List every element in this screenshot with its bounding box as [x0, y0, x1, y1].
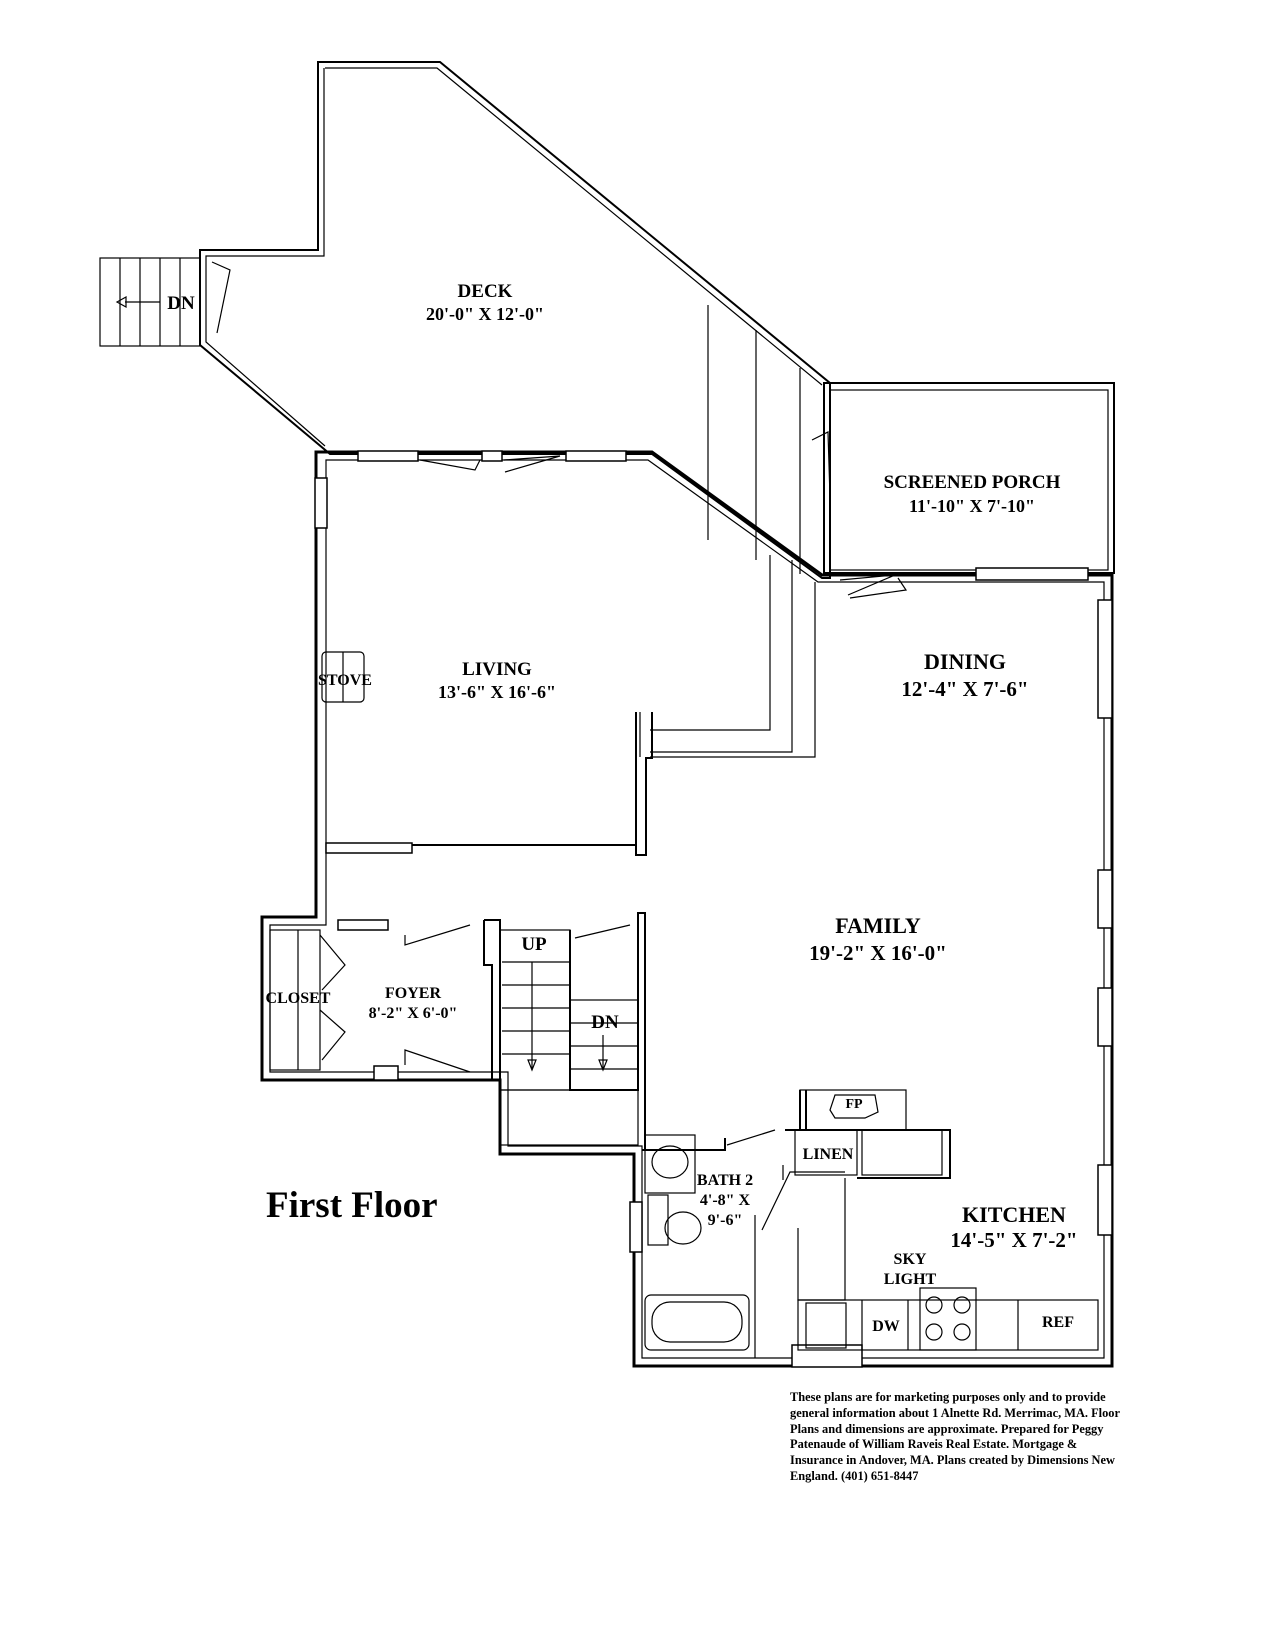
living-dims-label: 13'-6" X 16'-6" [438, 682, 556, 702]
fireplace-label: FP [845, 1097, 863, 1112]
bath2-dims-line2-label: 9'-6" [708, 1212, 743, 1229]
screened-porch-outline [811, 382, 1115, 574]
exterior-walls [260, 450, 1114, 1368]
dining-dims-label: 12'-4" X 7'-6" [901, 677, 1028, 701]
screened-porch-dims-label: 11'-10" X 7'-10" [909, 496, 1035, 516]
stove-label: STOVE [318, 672, 372, 689]
kitchen-name-label: KITCHEN [962, 1202, 1066, 1227]
deck-stairs [99, 257, 201, 347]
bath2-dims-line1-label: 4'-8" X [700, 1192, 751, 1209]
refrigerator-label: REF [1042, 1314, 1074, 1331]
deck-stairs-down-label: DN [167, 293, 195, 314]
screened-porch-name-label: SCREENED PORCH [884, 472, 1061, 493]
kitchen-fixtures [785, 1089, 1099, 1351]
living-name-label: LIVING [462, 659, 532, 680]
dining-name-label: DINING [924, 649, 1006, 674]
fixture-labels: STOVE CLOSET UP DN DN FP LINEN SKY LIGHT… [167, 293, 1074, 1335]
dishwasher-label: DW [872, 1318, 900, 1335]
bath2-name-label: BATH 2 [697, 1172, 753, 1189]
family-name-label: FAMILY [835, 913, 921, 938]
foyer-name-label: FOYER [385, 985, 441, 1002]
living-walls [321, 555, 816, 856]
linen-label: LINEN [803, 1146, 854, 1163]
family-dims-label: 19'-2" X 16'-0" [809, 941, 947, 965]
deck-dims-label: 20'-0" X 12'-0" [426, 304, 544, 324]
disclaimer-text: These plans are for marketing purposes o… [790, 1390, 1120, 1483]
deck-outline [199, 61, 831, 579]
kitchen-dims-label: 14'-5" X 7'-2" [950, 1228, 1077, 1252]
skylight-line1-label: SKY [894, 1251, 927, 1268]
stairs-up-label: UP [521, 934, 547, 955]
deck-name-label: DECK [458, 281, 513, 302]
closet-label: CLOSET [266, 990, 331, 1007]
floor-title: First Floor [266, 1185, 438, 1226]
foyer-dims-label: 8'-2" X 6'-0" [369, 1005, 458, 1022]
room-labels: DECK 20'-0" X 12'-0" SCREENED PORCH 11'-… [369, 281, 1078, 1252]
interior-stairs [499, 912, 646, 1150]
bath2-fixtures [642, 1129, 845, 1358]
stairs-down-label: DN [591, 1012, 619, 1033]
skylight-line2-label: LIGHT [884, 1271, 937, 1288]
doors [419, 455, 908, 599]
